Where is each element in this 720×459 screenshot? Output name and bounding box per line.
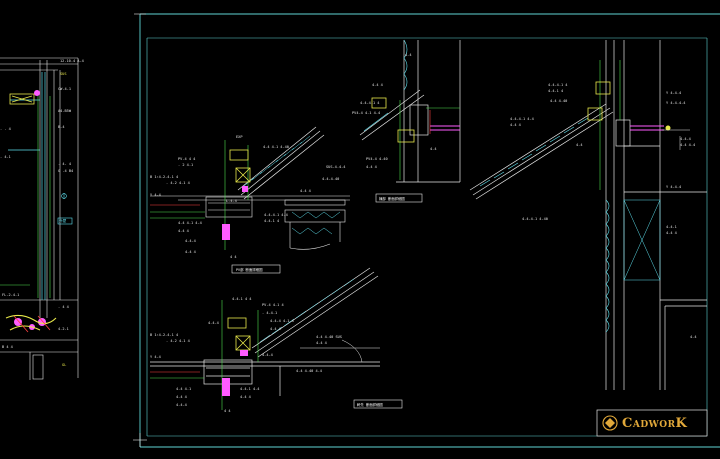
- detail-a2-parapet: 4-4 4-4-4-1 4 4-4 4 PV4-4 4-1 4-4 PV4-4 …: [352, 39, 461, 203]
- svg-text:4-4 4: 4-4 4: [300, 189, 311, 193]
- svg-text:4-4-4-1 4: 4-4-4-1 4: [360, 101, 379, 105]
- svg-text:- 4- 4: - 4- 4: [58, 162, 71, 166]
- svg-text:4-4 4: 4-4 4: [316, 341, 327, 345]
- svg-text:G -4 B4: G -4 B4: [58, 169, 73, 173]
- detail-d-ridge: 4-4-4-1 4 4-4-1 4 4-4 4-40 4-4-4-1 4-4 4…: [469, 40, 707, 390]
- svg-text:4 4: 4 4: [224, 409, 231, 413]
- svg-text:4-4 4: 4-4 4: [240, 395, 251, 399]
- svg-text:EXP: EXP: [236, 135, 243, 139]
- svg-text:- 4-1: - 4-1: [0, 155, 11, 159]
- svg-text:SUS: SUS: [60, 72, 67, 76]
- svg-text:4-4 4-4: 4-4 4-4: [680, 143, 695, 147]
- cadwork-logo-box: CadworK: [596, 409, 708, 437]
- svg-text:- - 4: - - 4: [0, 127, 11, 131]
- svg-text:B 4 4: B 4 4: [2, 345, 13, 349]
- svg-text:4-4-1 4: 4-4-1 4: [548, 89, 563, 93]
- svg-text:4-4-4: 4-4-4: [208, 321, 219, 325]
- svg-text:4-4: 4-4: [690, 335, 697, 339]
- svg-text:4-4: 4-4: [576, 143, 583, 147]
- svg-text:PV4-4 4-40: PV4-4 4-40: [366, 157, 388, 161]
- detail-b-eave: 4-4-1 4 4 PV-4 4-1 4 - 4-4-1 4-4-4 4-1 4…: [150, 267, 403, 413]
- svg-text:4-2-1: 4-2-1: [58, 327, 69, 331]
- svg-text:4-4-4 4-1 4: 4-4-4 4-1 4: [270, 319, 294, 323]
- svg-text:4-4 4: 4-4 4: [178, 229, 189, 233]
- svg-text:FL-2-4-1: FL-2-4-1: [2, 293, 19, 297]
- svg-text:4-4 4-1: 4-4 4-1: [176, 387, 191, 391]
- svg-text:4-4-4: 4-4-4: [176, 403, 187, 407]
- svg-text:4-4-4-1 4: 4-4-4-1 4: [548, 83, 567, 87]
- svg-text:B 1:4-2-4-1 4: B 1:4-2-4-1 4: [150, 175, 178, 179]
- svg-text:4-4 4: 4-4 4: [666, 231, 677, 235]
- svg-text:Y 4-4-4: Y 4-4-4: [666, 185, 681, 189]
- svg-text:4 4: 4 4: [230, 255, 237, 259]
- svg-text:Y 4-4-4-4: Y 4-4-4-4: [666, 101, 685, 105]
- svg-text:4-4 4: 4-4 4: [372, 83, 383, 87]
- svg-text:4-4 4-40 4-4: 4-4 4-40 4-4: [296, 369, 322, 373]
- svg-text:- 4 4: - 4 4: [58, 305, 69, 309]
- svg-text:4-4-1: 4-4-1: [666, 225, 677, 229]
- svg-text:Y 4-4-4: Y 4-4-4: [666, 91, 681, 95]
- svg-text:PV-4 4 4: PV-4 4 4: [178, 157, 195, 161]
- logo-text: CadworK: [622, 416, 688, 431]
- svg-text:PV4-4 4-1 4-4: PV4-4 4-1 4-4: [352, 111, 380, 115]
- svg-text:Y 4-4: Y 4-4: [150, 355, 161, 359]
- detail-c-title: 棟部 断面詳細図: [379, 196, 405, 201]
- svg-text:SUS-4-4-4: SUS-4-4-4: [326, 165, 345, 169]
- svg-text:4-4 4-1 4-4: 4-4 4-1 4-4: [178, 221, 202, 225]
- svg-text:B 1:4-2-4-1 4: B 1:4-2-4-1 4: [150, 333, 178, 337]
- left-wall-section: 12-10-4 A-4 SUS CW-4-1 A4-B5W B-4 - - 4 …: [0, 57, 84, 380]
- svg-text:4-4-4-40: 4-4-4-40: [322, 177, 339, 181]
- svg-text:- 4-4-1: - 4-4-1: [262, 311, 277, 315]
- svg-text:PV-4 4-1 4: PV-4 4-1 4: [262, 303, 284, 307]
- svg-text:4-4-1 4 4: 4-4-1 4 4: [232, 297, 251, 301]
- svg-text:4-4 4: 4-4 4: [185, 250, 196, 254]
- svg-text:4-4 4: 4-4 4: [270, 327, 281, 331]
- svg-text:4-4-4-1 4-4: 4-4-4-1 4-4: [510, 117, 534, 121]
- svg-text:4-4: 4-4: [430, 147, 437, 151]
- detail-a-title: PV部 断面詳細図: [236, 267, 263, 272]
- svg-text:4-4-4: 4-4-4: [185, 239, 196, 243]
- svg-text:4-4 4: 4-4 4: [176, 395, 187, 399]
- svg-text:- 4-2 4-1 4: - 4-2 4-1 4: [166, 181, 190, 185]
- svg-text:4-4: 4-4: [405, 53, 412, 57]
- svg-text:CW-4-1: CW-4-1: [58, 87, 71, 91]
- svg-text:4-4-1 4-4: 4-4-1 4-4: [240, 387, 259, 391]
- svg-text:GL: GL: [62, 363, 66, 367]
- svg-text:4-4 4-1 4-40: 4-4 4-1 4-40: [263, 145, 289, 149]
- svg-text:4-4-4: 4-4-4: [262, 353, 273, 357]
- svg-text:4-4 4: 4-4 4: [366, 165, 377, 169]
- svg-text:4-4-4: 4-4-4: [680, 137, 691, 141]
- detail-a-section: EXP PV-4 4 4 - 2 4-1 4-4 4-1 4-40 B 1:4-…: [150, 126, 350, 274]
- drawing-frame: [139, 13, 720, 448]
- svg-text:4-4 4-40: 4-4 4-40: [550, 99, 567, 103]
- wall-tag: 外壁: [59, 218, 67, 223]
- svg-text:4-4 4: 4-4 4: [510, 123, 521, 127]
- svg-text:12-10-4 A-4: 12-10-4 A-4: [60, 59, 84, 63]
- frame-corner-marks: [133, 13, 147, 447]
- svg-text:4-4-4-1 4-40: 4-4-4-1 4-40: [522, 217, 548, 221]
- svg-text:- 4-2 4-1 4: - 4-2 4-1 4: [166, 339, 190, 343]
- logo-emblem-icon: [602, 415, 618, 431]
- svg-text:4-4-4-1 4-4: 4-4-4-1 4-4: [264, 213, 288, 217]
- svg-text:- 2 4-1: - 2 4-1: [178, 163, 193, 167]
- svg-text:4-4 4-40 SUS: 4-4 4-40 SUS: [316, 335, 342, 339]
- detail-b-title: 軒先 断面詳細図: [357, 402, 383, 407]
- svg-text:4-4-1 4: 4-4-1 4: [264, 219, 279, 223]
- svg-text:B-4: B-4: [58, 125, 65, 129]
- svg-text:A4-B5W: A4-B5W: [58, 109, 72, 113]
- svg-text:L-4-4: L-4-4: [226, 199, 237, 203]
- svg-text:Y 4-4: Y 4-4: [150, 193, 161, 197]
